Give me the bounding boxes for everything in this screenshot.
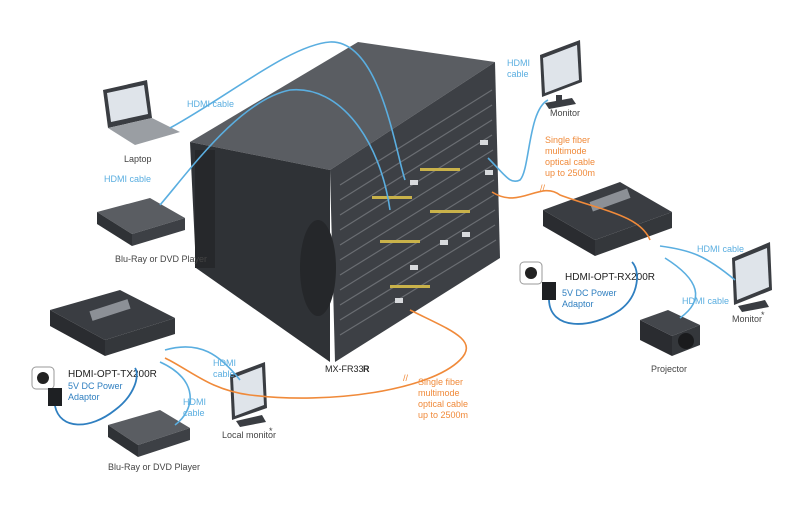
fiber-top-label-4: up to 2500m bbox=[545, 168, 595, 178]
hdmi-laptop-label: HDMI cable bbox=[187, 99, 234, 109]
fiber-bottom-label-1: Single fiber bbox=[418, 377, 463, 387]
hdmi-tx-bluray-label-2: cable bbox=[183, 408, 205, 418]
chassis-front-face bbox=[330, 62, 500, 362]
local-monitor-asterisk: * bbox=[269, 426, 273, 436]
tx-power-adaptor-icon bbox=[48, 388, 62, 406]
hdmi-rx-projector-label: HDMI cable bbox=[682, 296, 729, 306]
bluray-player-bottom-icon bbox=[108, 410, 190, 457]
card-accents bbox=[372, 168, 470, 288]
card-connectors bbox=[395, 140, 493, 303]
chassis-left-face bbox=[190, 142, 330, 362]
laptop-icon bbox=[103, 80, 180, 145]
hdmi-cable-rx-projector bbox=[664, 257, 697, 319]
tx-model-label: HDMI-OPT-TX200R bbox=[68, 369, 157, 380]
hdmi-bluray-top-label: HDMI cable bbox=[104, 174, 151, 184]
projector-icon bbox=[640, 310, 700, 356]
bluray-top-label: Blu-Ray or DVD Player bbox=[115, 254, 207, 264]
monitor-right-asterisk: * bbox=[761, 310, 765, 320]
matrix-chassis bbox=[190, 42, 500, 362]
matrix-label-suffix: R bbox=[363, 364, 370, 374]
rx-power-label-2: Adaptor bbox=[562, 299, 594, 309]
rx-power-label-1: 5V DC Power bbox=[562, 288, 617, 298]
hdmi-cable-tx-local bbox=[164, 346, 241, 381]
tx-power-label-1: 5V DC Power bbox=[68, 381, 123, 391]
hdmi-monitor-top-label-1: HDMI bbox=[507, 58, 530, 68]
hdmi-monitor-top-label-2: cable bbox=[507, 69, 529, 79]
hdmi-cable-bluray-top bbox=[159, 89, 391, 211]
fiber-break-tx-icon: // bbox=[403, 373, 409, 383]
transmitter-box bbox=[50, 290, 175, 356]
hdmi-cable-laptop bbox=[169, 41, 406, 181]
hdmi-tx-bluray-label-1: HDMI bbox=[183, 397, 206, 407]
chassis-top bbox=[190, 42, 495, 170]
local-monitor-icon bbox=[230, 362, 267, 427]
fiber-top-label-2: multimode bbox=[545, 146, 587, 156]
projector-label: Projector bbox=[651, 364, 687, 374]
power-cable-tx bbox=[54, 367, 138, 426]
chassis-vent bbox=[300, 220, 336, 316]
fiber-break-rx-icon: // bbox=[540, 183, 546, 193]
hdmi-tx-local-label-2: cable bbox=[213, 369, 235, 379]
fiber-cable-tx bbox=[164, 309, 467, 399]
fiber-bottom-label-3: optical cable bbox=[418, 399, 468, 409]
monitor-right-label: Monitor bbox=[732, 314, 762, 324]
fiber-bottom-label-4: up to 2500m bbox=[418, 410, 468, 420]
fiber-cables: // // bbox=[164, 183, 651, 399]
receiver-box bbox=[543, 182, 672, 256]
hdmi-rx-monitor-label: HDMI cable bbox=[697, 244, 744, 254]
rx-model-label: HDMI-OPT-RX200R bbox=[565, 272, 655, 283]
rx-power-outlet-icon bbox=[519, 261, 543, 285]
matrix-label: MX-FR33 bbox=[325, 364, 364, 374]
fiber-top-label-3: optical cable bbox=[545, 157, 595, 167]
hdmi-cable-monitor-top bbox=[487, 99, 549, 182]
monitor-top-label: Monitor bbox=[550, 108, 580, 118]
bluray-bottom-label: Blu-Ray or DVD Player bbox=[108, 462, 200, 472]
fiber-cable-rx bbox=[491, 189, 651, 241]
local-monitor-label: Local monitor bbox=[222, 430, 276, 440]
tx-power-outlet-icon bbox=[31, 366, 55, 390]
tx-power-label-2: Adaptor bbox=[68, 392, 100, 402]
rack-ear-left bbox=[195, 150, 215, 268]
rx-power-adaptor-icon bbox=[542, 282, 556, 300]
hdmi-cable-rx-monitor bbox=[659, 245, 736, 281]
power-cable-rx bbox=[548, 261, 638, 325]
laptop-label: Laptop bbox=[124, 154, 152, 164]
monitor-top-icon bbox=[540, 40, 582, 109]
bluray-player-top-icon bbox=[97, 198, 185, 246]
power-cables bbox=[54, 261, 638, 426]
fiber-bottom-label-2: multimode bbox=[418, 388, 460, 398]
monitor-right-icon bbox=[732, 242, 772, 312]
hdmi-cable-tx-bluray bbox=[159, 361, 191, 426]
fiber-top-label-1: Single fiber bbox=[545, 135, 590, 145]
hdmi-tx-local-label-1: HDMI bbox=[213, 358, 236, 368]
hdmi-cables bbox=[159, 41, 736, 426]
